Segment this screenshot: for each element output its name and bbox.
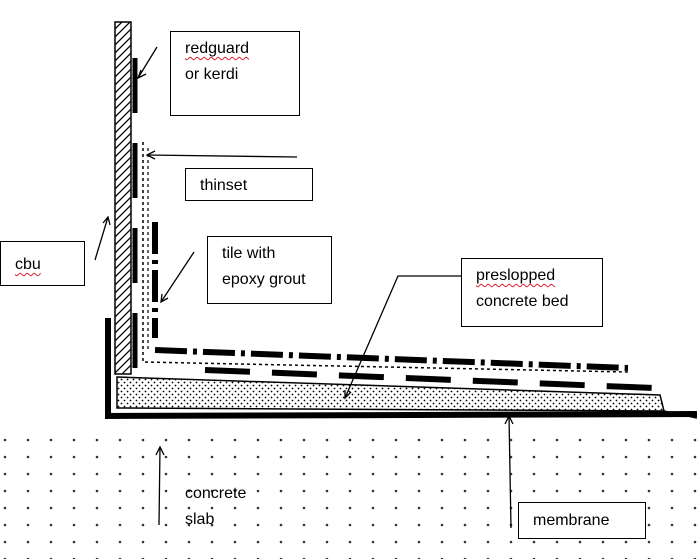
arrow-cbu-head <box>102 215 111 226</box>
tile-floor <box>154 347 629 371</box>
arrow-cbu <box>94 216 109 261</box>
membrane-edge <box>663 410 697 419</box>
arrow-redguard-head <box>136 69 147 80</box>
label-thinset-text: thinset <box>200 177 248 194</box>
arrow-thinset-head <box>145 150 156 160</box>
label-tile-line2: epoxy grout <box>222 271 306 288</box>
label-concrete-slab: concrete slab <box>185 481 246 533</box>
membrane-under-bed <box>105 318 697 420</box>
arrow-membrane-head <box>504 414 514 425</box>
label-cbu: cbu <box>0 241 85 286</box>
label-redguard-line2: or kerdi <box>185 66 239 83</box>
arrow-tile-head <box>160 293 169 304</box>
label-tile-line1: tile with <box>222 245 276 262</box>
arrow-redguard <box>137 46 158 79</box>
label-preslopped-line2: concrete bed <box>476 293 569 310</box>
label-preslopped: preslopped concrete bed <box>461 258 603 327</box>
membrane-top-strip <box>204 367 656 391</box>
arrow-concrete-slab-head <box>155 445 165 456</box>
label-tile: tile with epoxy grout <box>207 236 332 304</box>
label-membrane-text: membrane <box>533 512 610 529</box>
arrow-preslopped-head <box>344 390 352 400</box>
concrete-slab-left <box>0 438 100 559</box>
label-thinset: thinset <box>185 168 313 201</box>
arrow-thinset <box>146 154 298 158</box>
label-membrane: membrane <box>518 502 646 539</box>
leader-arrows <box>94 46 514 529</box>
thinset-wall-line <box>142 142 629 373</box>
label-preslopped-line1: preslopped <box>476 267 556 284</box>
cbu-wall-board <box>114 21 132 375</box>
label-redguard: redguard or kerdi <box>170 31 300 116</box>
arrow-membrane <box>508 415 512 529</box>
arrow-preslopped <box>344 275 462 399</box>
label-concrete-slab-line1: concrete <box>185 485 247 502</box>
label-cbu-text: cbu <box>15 256 41 273</box>
label-concrete-slab-line2: slab <box>185 511 215 528</box>
arrow-concrete-slab <box>158 446 161 526</box>
label-redguard-line1: redguard <box>185 40 250 57</box>
arrow-tile <box>160 251 195 303</box>
